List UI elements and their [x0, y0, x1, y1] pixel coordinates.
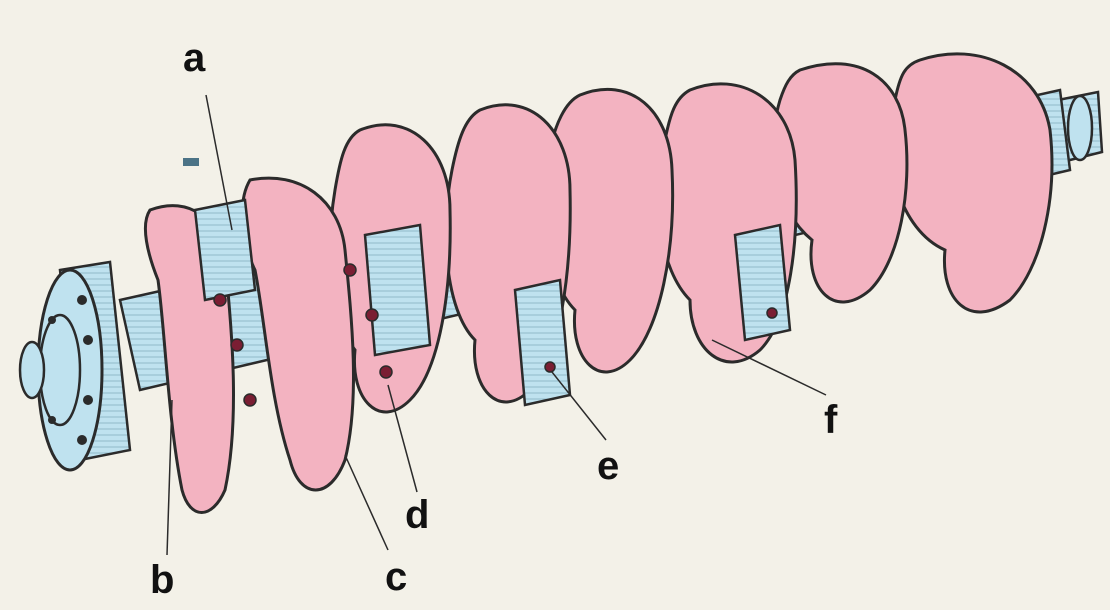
label-a: a	[183, 38, 205, 78]
label-e: e	[597, 446, 619, 486]
crankpin-4	[735, 225, 790, 340]
label-c: c	[385, 557, 407, 597]
crankpin-2	[365, 225, 430, 355]
label-b: b	[150, 560, 174, 600]
label-f: f	[824, 400, 837, 440]
crankpin-1	[195, 200, 255, 300]
leader-c	[345, 455, 388, 550]
leader-f	[712, 340, 826, 395]
dash-mark	[183, 158, 199, 166]
crankpin-3	[515, 280, 570, 405]
leader-e	[552, 372, 606, 440]
label-d: d	[405, 495, 429, 535]
leader-b	[167, 400, 172, 555]
flywheel-flange	[20, 262, 130, 470]
web-8	[890, 54, 1052, 312]
